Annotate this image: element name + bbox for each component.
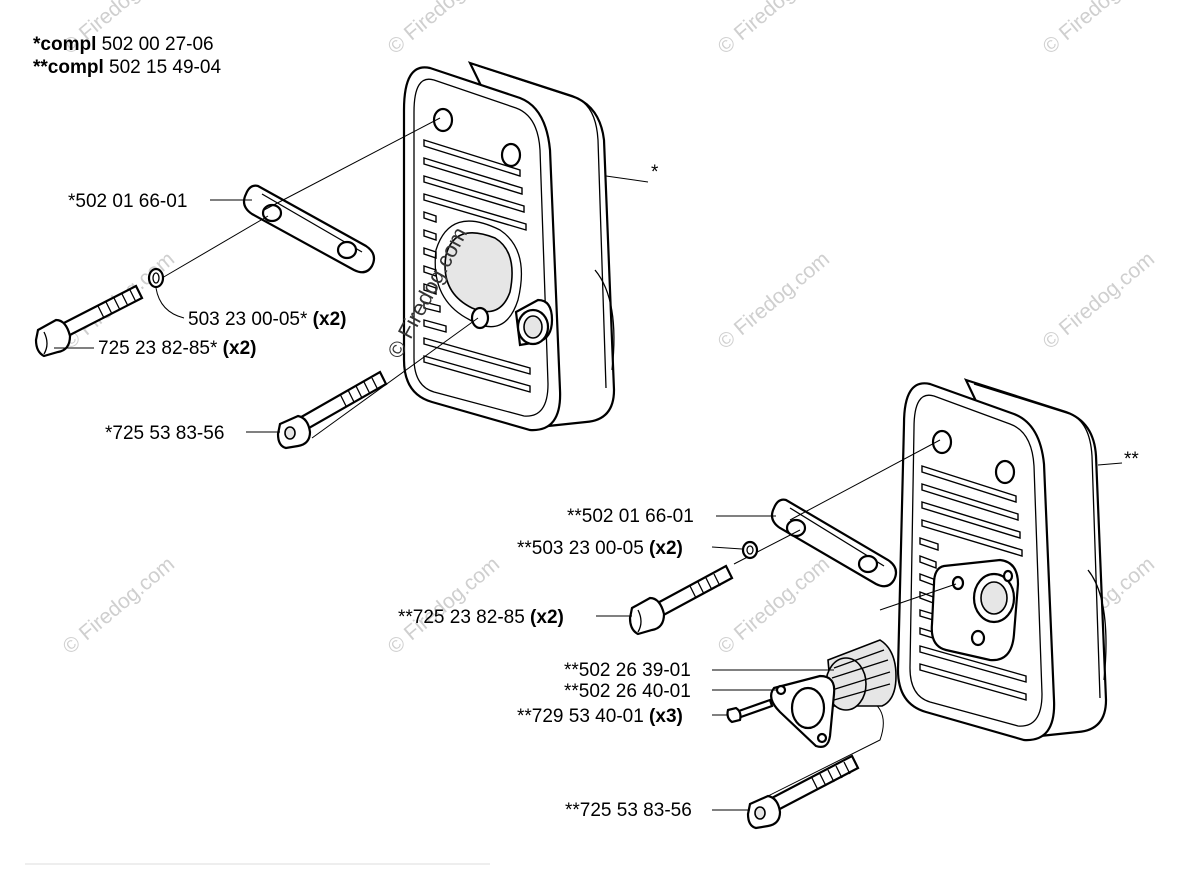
leader-line	[155, 287, 185, 319]
projection-line	[733, 529, 801, 565]
leader-line	[605, 175, 649, 183]
cooling-fins-right	[919, 465, 1027, 701]
flange-gasket	[769, 674, 836, 748]
washer-left-number: 503 23 00-05*	[188, 309, 308, 330]
label-bolt-left: 725 23 82-85* (x2)	[98, 338, 256, 359]
projection-line	[879, 583, 957, 611]
label-washer-right: **503 23 00-05 (x2)	[517, 538, 683, 559]
label-plate-left: *502 01 66-01	[68, 191, 187, 212]
label-screw-left: *725 53 83-56	[105, 423, 224, 444]
watermark: © Firedog.com	[1038, 247, 1159, 353]
washer-right-number: **503 23 00-05	[517, 538, 644, 559]
watermark: © Firedog.com	[58, 552, 179, 658]
washer-left	[147, 267, 165, 289]
hex-bolt-right	[628, 564, 734, 636]
socket-screw-left	[276, 370, 388, 450]
projection-line	[161, 215, 269, 279]
plate-right	[770, 498, 898, 588]
leader-line	[1097, 462, 1123, 466]
label-plate-right: **502 01 66-01	[567, 506, 694, 527]
watermark: © Firedog.com	[713, 0, 834, 59]
hex-bolt-left	[34, 284, 144, 358]
compl-prefix-2: **compl	[33, 57, 104, 78]
watermark: © Firedog.com	[713, 247, 834, 353]
bolt-right-qty: (x2)	[525, 607, 564, 628]
callout-muffler-left: *	[651, 162, 659, 183]
muffler-left	[402, 61, 616, 432]
label-screw-right: **725 53 83-56	[565, 800, 692, 821]
label-flange-right: **502 26 40-01	[564, 681, 691, 702]
socket-screw-right	[746, 754, 860, 830]
label-screen-right: **502 26 39-01	[564, 660, 691, 681]
bolt-left-qty: (x2)	[217, 338, 256, 359]
muffler-right	[896, 378, 1108, 742]
compl-prefix-1: *compl	[33, 34, 96, 55]
washer-right	[741, 540, 759, 560]
projection-line	[311, 317, 479, 439]
plate-left	[242, 184, 376, 274]
callout-muffler-right: **	[1124, 449, 1139, 470]
compl-number-1: 502 00 27-06	[96, 34, 213, 55]
bolt-right-number: **725 23 82-85	[398, 607, 525, 628]
projection-line	[263, 117, 441, 211]
label-smallscrew-right: **729 53 40-01 (x3)	[517, 706, 683, 727]
washer-right-qty: (x2)	[644, 538, 683, 559]
smallscrew-right-qty: (x3)	[644, 706, 683, 727]
watermark: © Firedog.com	[383, 0, 504, 59]
compl-line-1: *compl 502 00 27-06	[33, 34, 214, 55]
cooling-fins-left	[423, 139, 531, 393]
leader-line	[711, 546, 743, 550]
small-screw	[726, 698, 774, 724]
smallscrew-right-number: **729 53 40-01	[517, 706, 644, 727]
watermark: © Firedog.com	[1038, 0, 1159, 59]
compl-line-2: **compl 502 15 49-04	[33, 57, 221, 78]
spark-screen	[825, 639, 897, 711]
watermark: © Firedog.com	[713, 552, 834, 658]
label-washer-left: 503 23 00-05* (x2)	[188, 309, 346, 330]
washer-left-qty: (x2)	[307, 309, 346, 330]
label-bolt-right: **725 23 82-85 (x2)	[398, 607, 564, 628]
compl-number-2: 502 15 49-04	[104, 57, 222, 78]
projection-line	[789, 439, 941, 521]
watermark: © Firedog.com	[383, 552, 504, 658]
bolt-left-number: 725 23 82-85*	[98, 338, 218, 359]
